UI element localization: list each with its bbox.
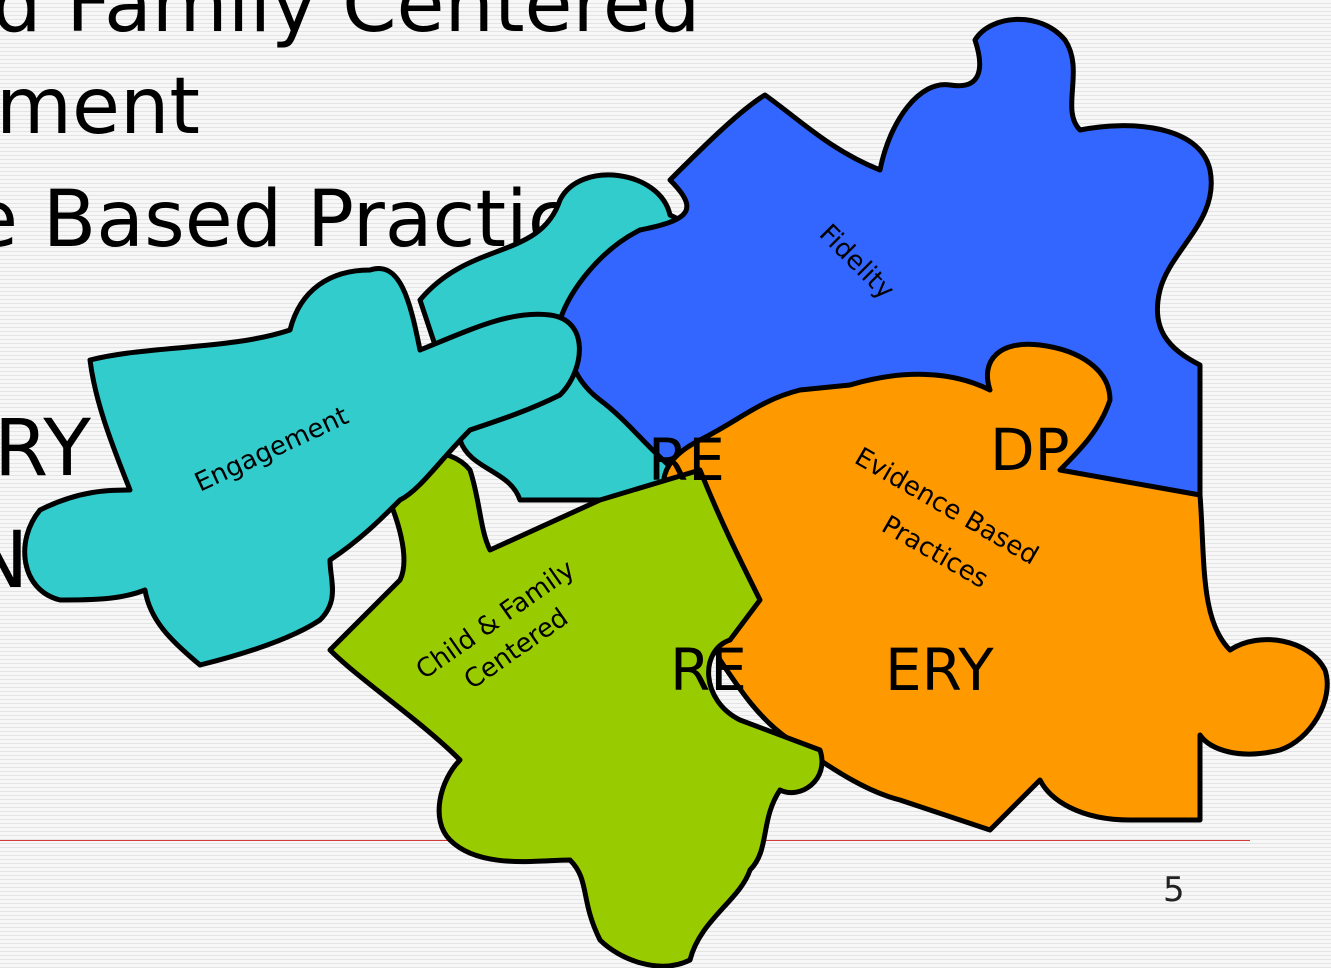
hidden-text-re: RE: [648, 426, 725, 494]
hidden-text-re-lower: RE: [670, 636, 747, 704]
puzzle-piece-green: [327, 449, 825, 968]
hidden-text-dp: DP: [990, 416, 1070, 484]
bullet-2: ment: [0, 62, 200, 152]
puzzle-piece-teal: [22, 266, 582, 668]
page-number: 5: [1163, 870, 1185, 910]
bullet-4: RY: [0, 404, 91, 494]
hidden-text-ery: ERY: [885, 636, 994, 704]
bullet-1: d Family Centered: [0, 0, 701, 50]
